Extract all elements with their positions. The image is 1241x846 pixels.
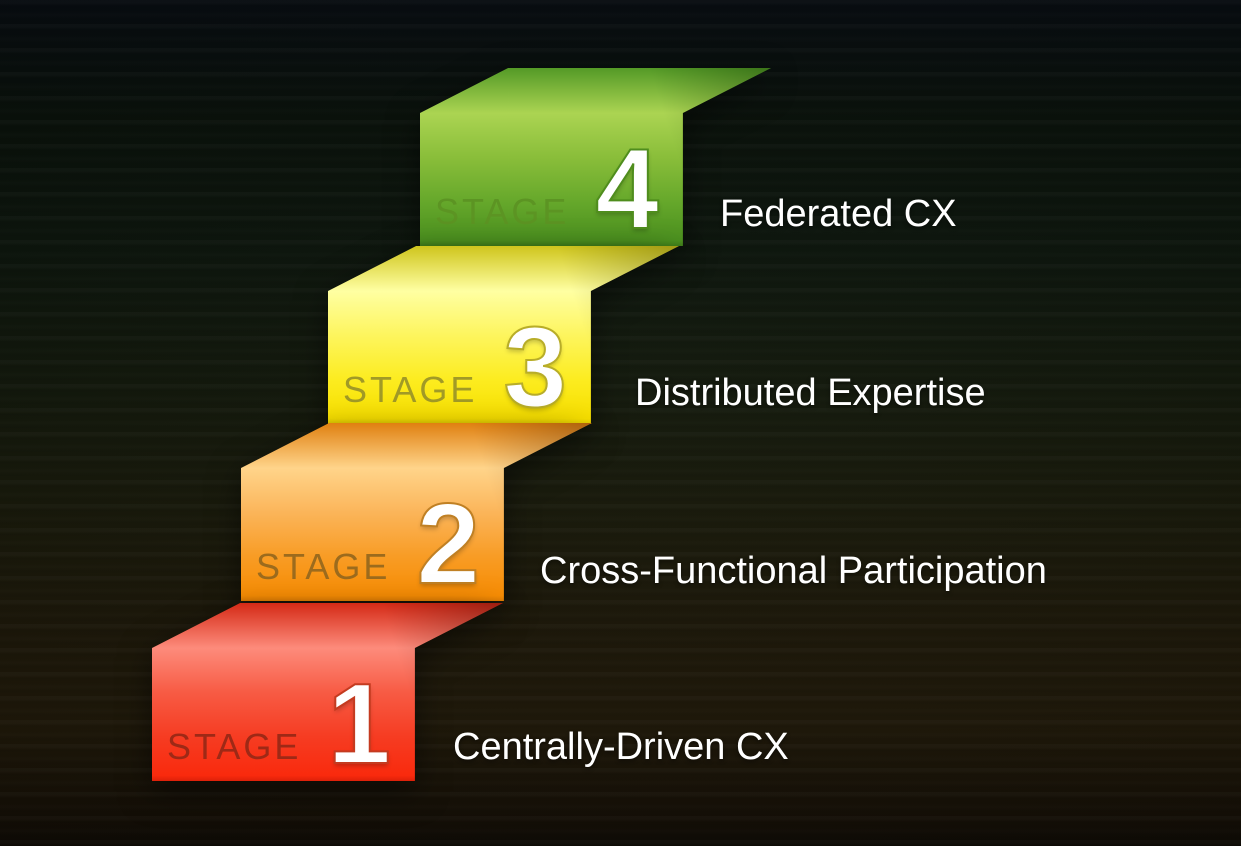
stage-3-panel: STAGE 3 [328, 246, 679, 424]
stage-4-title: Federated CX [720, 193, 957, 235]
stage-1-number: 1 [326, 661, 391, 788]
stage-4-word: STAGE [435, 191, 570, 232]
stage-1-ribbon: STAGE 1 [152, 603, 503, 781]
stage-1-title: Centrally-Driven CX [453, 726, 789, 768]
stage-2-word: STAGE [256, 546, 391, 587]
stage-3-word: STAGE [343, 369, 478, 410]
stage-1-panel: STAGE 1 [152, 603, 503, 781]
stage-2-title: Cross-Functional Participation [540, 550, 1047, 592]
stage-4-ribbon: STAGE 4 [420, 68, 771, 246]
stage-1-word: STAGE [167, 726, 302, 767]
stage-3-title: Distributed Expertise [635, 372, 986, 414]
stage-3-ribbon: STAGE 3 [328, 246, 679, 424]
stage-4-number: 4 [594, 126, 659, 253]
stage-2-ribbon: STAGE 2 [241, 423, 592, 601]
stage-2-number: 2 [415, 481, 480, 608]
stage-4-panel: STAGE 4 [420, 68, 771, 246]
stage-3-number: 3 [502, 304, 567, 431]
